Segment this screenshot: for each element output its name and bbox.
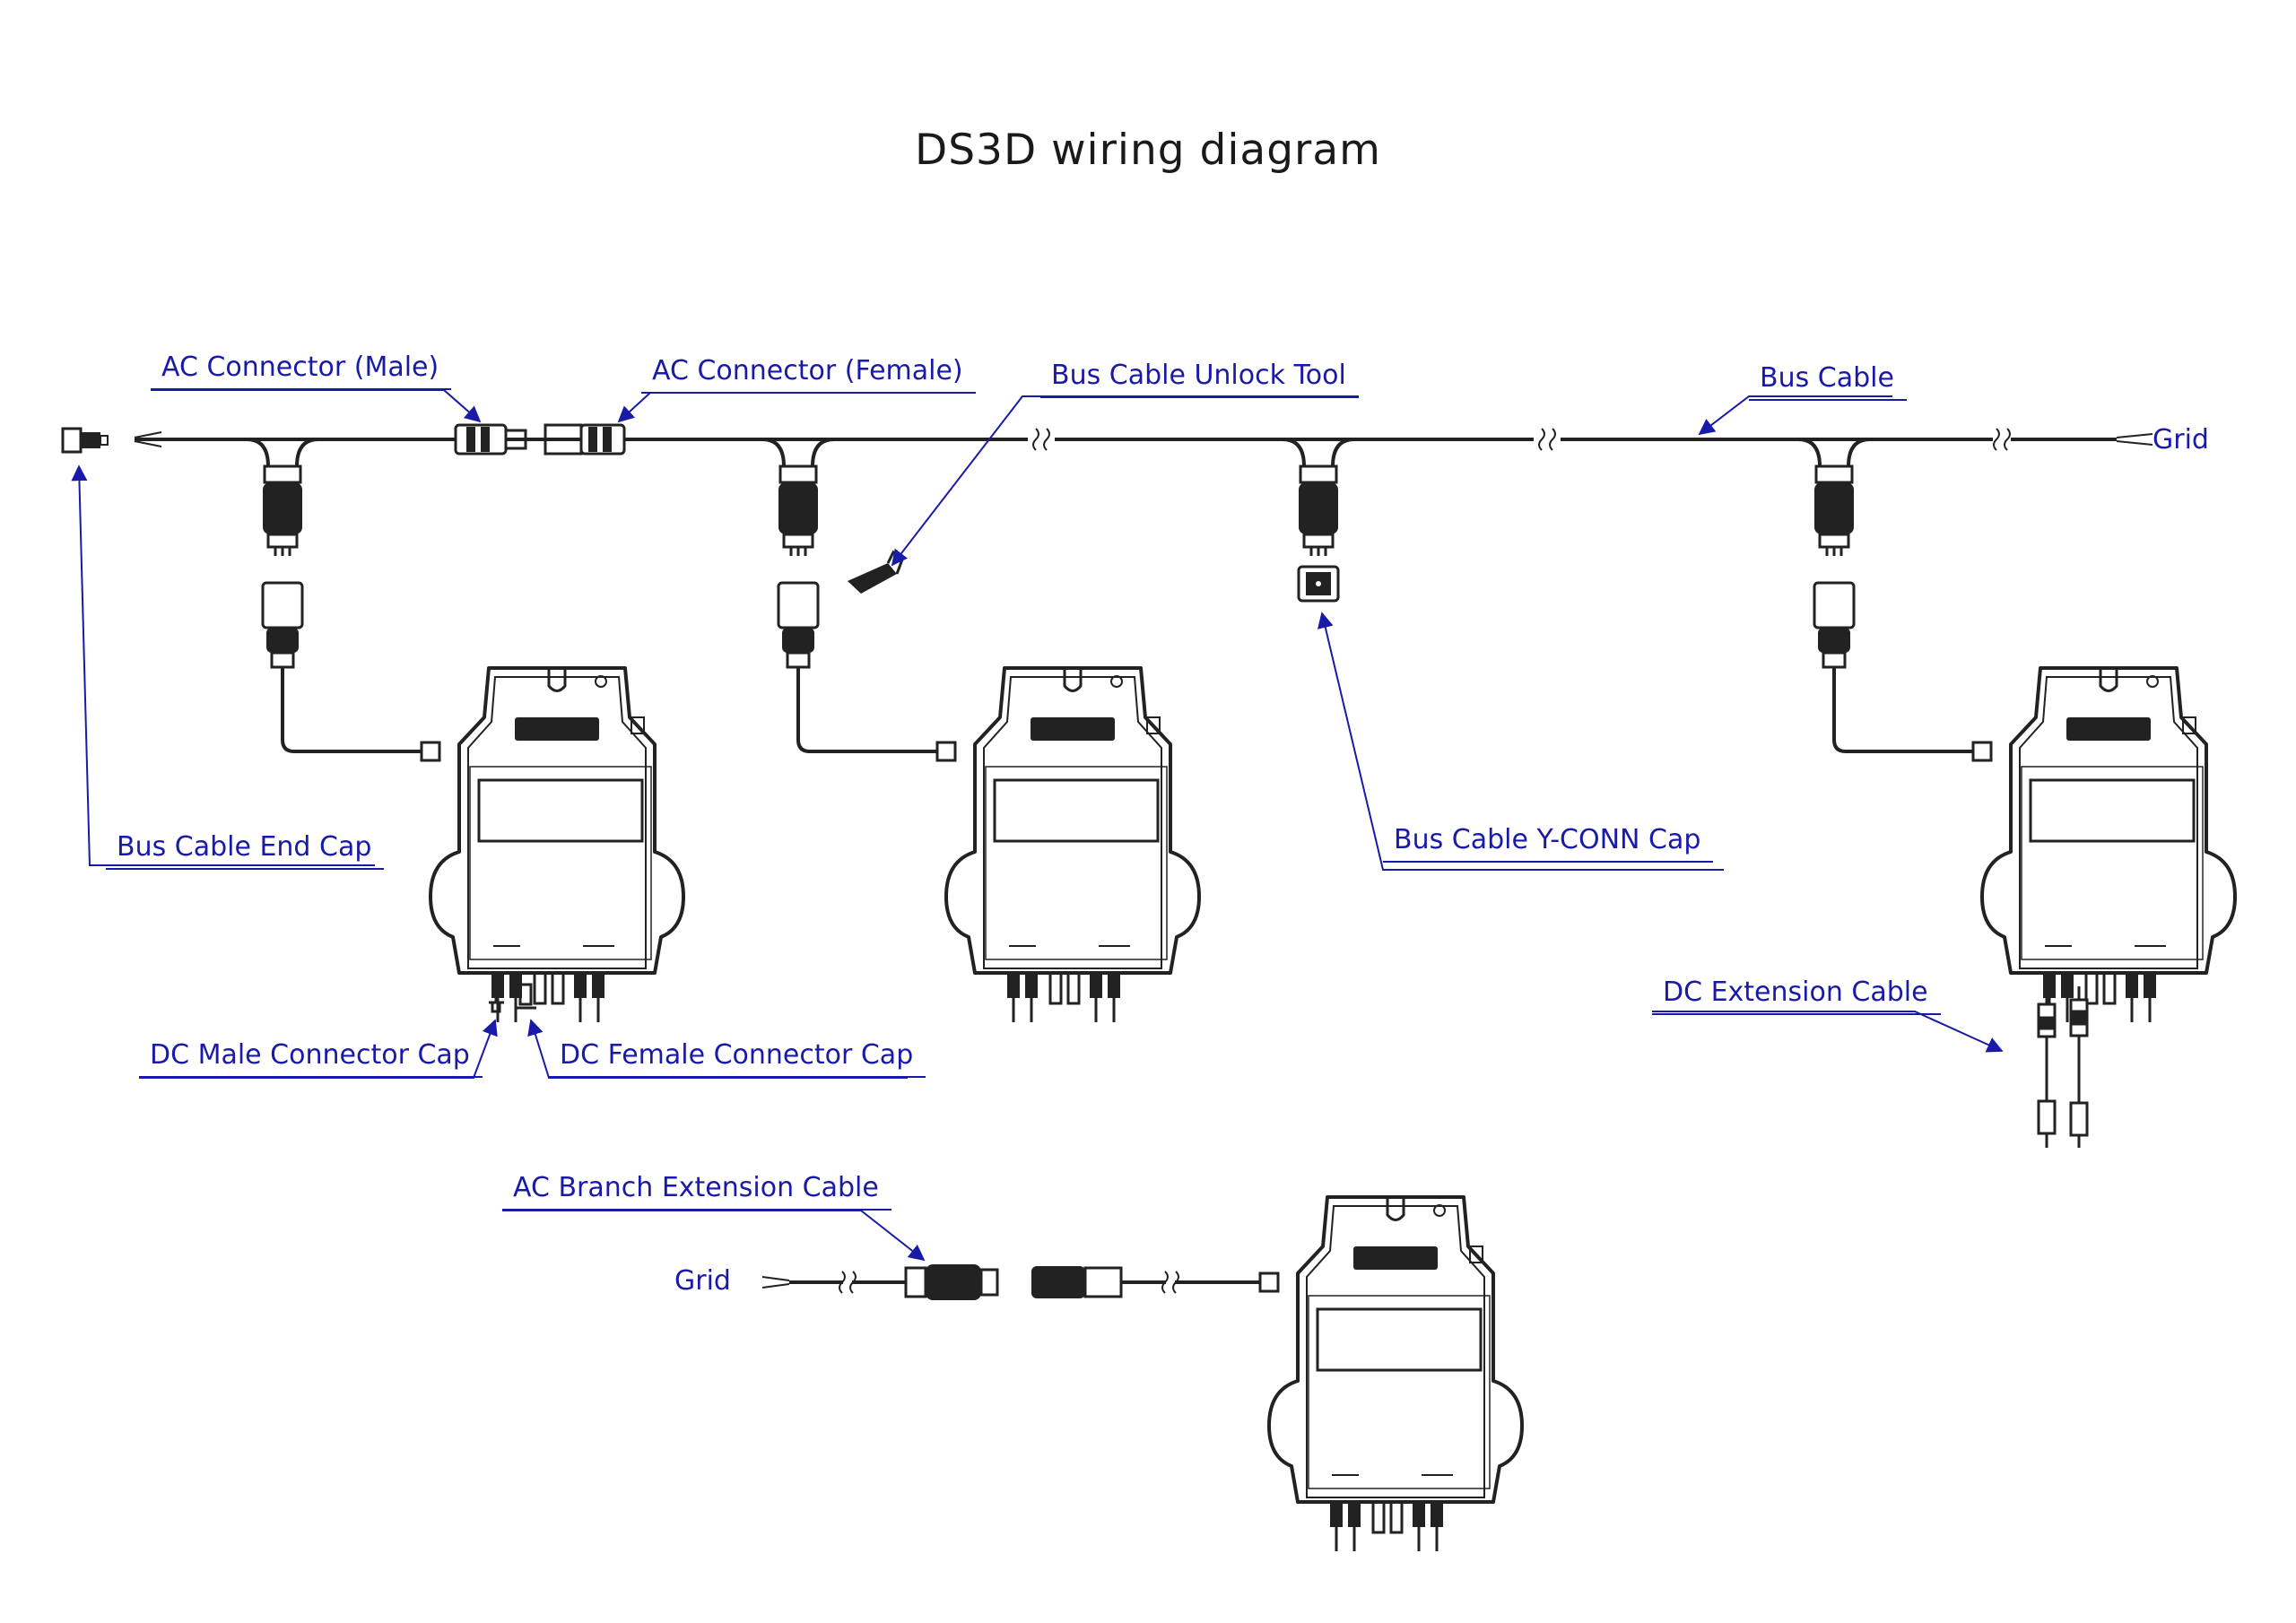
dc-caps-shape	[489, 983, 536, 1013]
inverter-3	[1980, 666, 2237, 1024]
inverter-2	[944, 666, 1201, 1024]
yconn-cap-shape	[1297, 565, 1340, 603]
ac-connector-female-shape	[544, 423, 626, 456]
dc-extension-cable-shape	[2037, 986, 2089, 1148]
label-ac-connector-female: AC Connector (Female)	[641, 356, 976, 394]
label-ac-connector-male: AC Connector (Male)	[151, 352, 452, 390]
label-bus-cable: Bus Cable	[1749, 363, 1907, 401]
label-dc-extension-cable: DC Extension Cable	[1652, 977, 1941, 1015]
bus-cable	[135, 438, 2117, 441]
label-grid-bottom: Grid	[674, 1265, 731, 1297]
ac-connector-male-shape	[454, 423, 527, 456]
inverter-1	[429, 666, 685, 1024]
label-bus-cable-unlock-tool: Bus Cable Unlock Tool	[1040, 360, 1359, 398]
unlock-tool-shape	[848, 550, 904, 594]
label-dc-female-connector-cap: DC Female Connector Cap	[549, 1040, 926, 1078]
label-bus-cable-yconn-cap: Bus Cable Y-CONN Cap	[1383, 825, 1714, 863]
label-bus-cable-end-cap: Bus Cable End Cap	[106, 832, 385, 870]
label-dc-male-connector-cap: DC Male Connector Cap	[139, 1040, 483, 1078]
ac-branch-plug-shape	[904, 1264, 1123, 1300]
diagram-title: DS3D wiring diagram	[915, 126, 1381, 175]
label-grid-top: Grid	[2152, 424, 2209, 456]
label-ac-branch-extension-cable: AC Branch Extension Cable	[502, 1173, 891, 1211]
inverter-4	[1267, 1195, 1524, 1553]
bus-cable-end-cap	[61, 427, 109, 454]
